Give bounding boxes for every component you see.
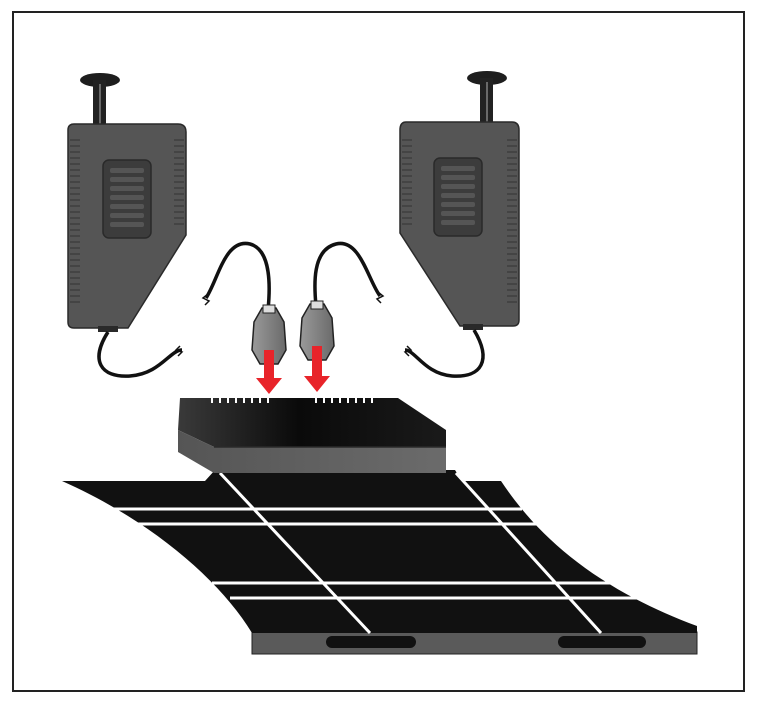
plug-cables (201, 241, 385, 311)
track-base-slot-left (326, 636, 416, 648)
right-plug (299, 300, 335, 361)
track-section (62, 470, 698, 655)
connector-socket-ticks-left (211, 398, 269, 403)
track-connector (178, 398, 446, 473)
right-controller-cable (404, 329, 485, 378)
arrow-down-icon-right (304, 346, 330, 392)
left-plug-cable (204, 241, 271, 311)
arrow-down-icon (256, 350, 282, 394)
connector-top-face (178, 398, 446, 447)
track-joint-left (218, 471, 372, 635)
track-surface (62, 470, 697, 633)
track-joint-right (454, 471, 603, 635)
track-base-slot-right (558, 636, 646, 648)
left-plug (251, 304, 287, 365)
hand-controller-left (67, 73, 187, 378)
connector-socket-ticks-right (315, 398, 373, 403)
right-plug-cable (313, 241, 382, 307)
connector-front-face (178, 430, 446, 473)
left-controller-cable (97, 331, 183, 378)
hand-controller-right (399, 71, 520, 378)
